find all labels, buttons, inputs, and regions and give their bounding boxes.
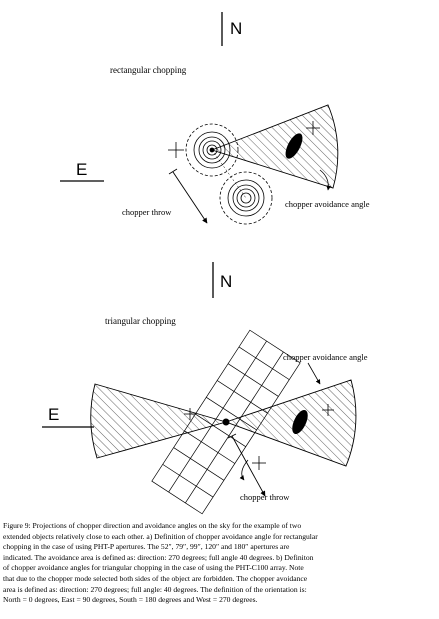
east-indicator: E bbox=[42, 405, 94, 428]
avoidance-angle-label: chopper avoidance angle bbox=[285, 199, 370, 209]
reference-cross bbox=[168, 121, 320, 158]
figure-panel-a: N rectangular chopping E bbox=[0, 0, 439, 262]
chopper-throw-arrow bbox=[168, 168, 208, 224]
array-center bbox=[222, 418, 230, 426]
east-label: E bbox=[48, 405, 59, 424]
avoidance-arc-lower bbox=[239, 459, 249, 481]
caption-line: area is defined as: direction: 270 degre… bbox=[3, 584, 307, 594]
caption-line: extended objects relatively close to eac… bbox=[3, 531, 318, 541]
target-object bbox=[292, 409, 308, 435]
caption-line: Figure 9: Projections of chopper directi… bbox=[3, 521, 302, 530]
figure-caption: Figure 9: Projections of chopper directi… bbox=[3, 521, 437, 606]
chopper-throw-label: chopper throw bbox=[122, 207, 172, 217]
chopping-mode-label: rectangular chopping bbox=[110, 65, 187, 75]
aperture-circles-off bbox=[219, 171, 273, 225]
avoidance-angle-arc bbox=[319, 169, 332, 191]
chopper-throw-arrow bbox=[227, 433, 266, 497]
panel-b-diagram: N triangular chopping E bbox=[42, 262, 368, 515]
avoidance-angle-pointer bbox=[307, 362, 321, 385]
north-label: N bbox=[220, 272, 232, 291]
caption-line: chopping in the case of using PHT-P aper… bbox=[3, 542, 290, 552]
c100-array-grid bbox=[151, 329, 301, 515]
east-indicator: E bbox=[60, 160, 104, 182]
avoidance-angle-label: chopper avoidance angle bbox=[283, 352, 368, 362]
caption-line: that due to the chopper mode selected bo… bbox=[3, 573, 308, 583]
caption-line: indicated. The avoidance area is defined… bbox=[3, 552, 314, 562]
north-indicator: N bbox=[212, 262, 232, 298]
caption-line: of chopper avoidance angles for triangul… bbox=[3, 563, 304, 573]
target-object bbox=[285, 133, 303, 159]
avoidance-wedge bbox=[210, 104, 339, 189]
caption-line: North = 0 degrees, East = 90 degrees, So… bbox=[3, 595, 258, 605]
reference-cross bbox=[184, 404, 334, 470]
avoidance-wedge-right bbox=[224, 379, 357, 467]
figure-panel-b: N triangular chopping E bbox=[0, 256, 439, 518]
chopper-throw-label: chopper throw bbox=[240, 492, 290, 502]
north-indicator: N bbox=[221, 12, 242, 46]
avoidance-wedge-left bbox=[90, 383, 228, 459]
east-label: E bbox=[76, 160, 87, 179]
panel-a-diagram: N rectangular chopping E bbox=[60, 12, 370, 225]
chopping-mode-label: triangular chopping bbox=[105, 316, 176, 326]
north-label: N bbox=[230, 19, 242, 38]
